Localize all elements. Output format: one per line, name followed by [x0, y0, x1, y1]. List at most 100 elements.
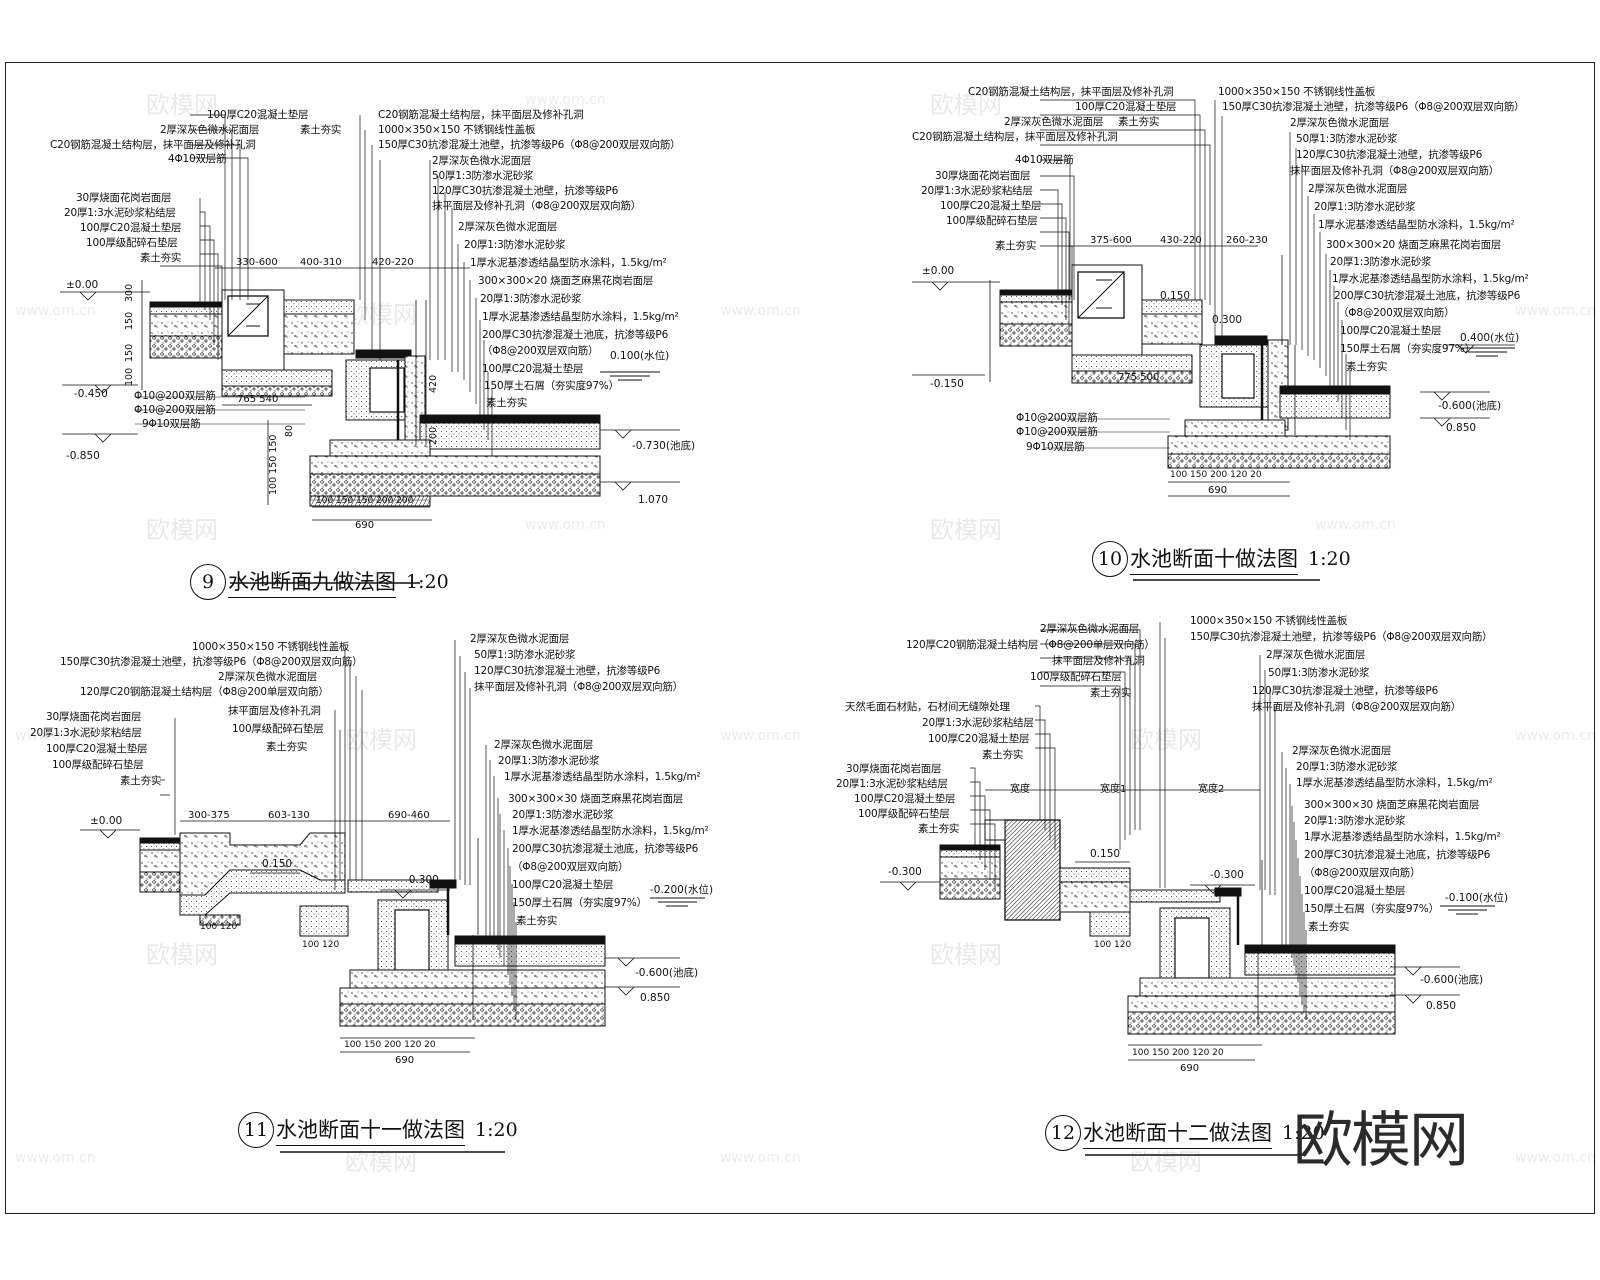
d10-right-note: 2厚深灰色微水泥面层	[1290, 117, 1390, 129]
d11-dimension: 690	[395, 1055, 415, 1066]
d12-dimension: 690	[1180, 1063, 1200, 1074]
d11-elevation: -0.600(池底)	[635, 967, 699, 979]
d9-vdimension: 80	[284, 424, 295, 437]
drawing-frame	[5, 62, 1595, 1214]
d10-dimension: 775 500	[1118, 372, 1160, 383]
d9-rebar-note: 9Φ10双层筋	[142, 418, 201, 430]
d9-title-number: 9	[190, 564, 226, 600]
d12-left-note: 120厚C20钢筋混凝土结构层（Φ8@200单层双向筋）	[906, 639, 1155, 651]
d9-left-note: 素土夯实	[140, 252, 182, 264]
d10-left-note: 100厚C20混凝土垫层	[940, 200, 1042, 212]
d11-dimension: 100 150 200 120 20	[344, 1040, 436, 1050]
d10-right-note: 抹平面层及修补孔洞（Φ8@200双层双向筋）	[1290, 165, 1500, 177]
d12-elevation: -0.300	[888, 866, 922, 878]
d12-left-note: 素土夯实	[1090, 687, 1132, 699]
d12-right-note: 20厚1:3防渗水泥砂浆	[1296, 761, 1398, 773]
d10-elevation: 0.300	[1212, 314, 1243, 326]
d12-left-note: 素土夯实	[982, 749, 1024, 761]
d11-dimension: 603-130	[268, 810, 310, 821]
d10-right-note: 120厚C30抗渗混凝土池壁，抗渗等级P6	[1296, 149, 1483, 161]
d11-elevation: -0.300	[405, 874, 439, 886]
d9-vdimension: 150	[124, 311, 135, 330]
d9-right-note: 100厚C20混凝土垫层	[482, 363, 584, 375]
d11-title-scale: 1:20	[475, 1119, 518, 1141]
d9-elevation: 1.070	[638, 494, 669, 506]
d9-elevation: -0.730(池底)	[632, 440, 696, 452]
d9-dimension: 690	[355, 520, 375, 531]
d9-left-note: 4Φ10双层筋	[168, 153, 227, 165]
d9-right-note: 1厚水泥基渗透结晶型防水涂料，1.5kg/m²	[470, 257, 667, 269]
d9-right-note: （Φ8@200双层双向筋）	[482, 345, 599, 357]
d9-vdimension: 150	[124, 343, 135, 362]
d11-right-note: 50厚1:3防渗水泥砂浆	[474, 649, 576, 661]
d10-left-note: 20厚1:3水泥砂浆粘结层	[921, 185, 1033, 197]
d12-elevation: -0.600(池底)	[1420, 974, 1484, 986]
d10-left-note: 素土夯实	[1118, 116, 1160, 128]
d10-right-note: 300×300×20 烧面芝麻黑花岗岩面层	[1326, 239, 1502, 251]
d10-dimension: 690	[1208, 485, 1228, 496]
d11-left-note: 100厚级配碎石垫层	[52, 759, 144, 771]
d12-right-note: （Φ8@200双层双向筋）	[1304, 867, 1421, 879]
d11-left-note: 30厚烧面花岗岩面层	[46, 711, 142, 723]
d9-dimension: 420-220	[372, 257, 414, 268]
d10-elevation: ±0.00	[922, 265, 955, 277]
d9-vdimension: 100 150 150	[268, 434, 279, 495]
d12-elevation: 0.850	[1426, 1000, 1457, 1012]
d10-right-note: 1厚水泥基渗透结晶型防水涂料，1.5kg/m²	[1318, 219, 1515, 231]
d9-vdimension: 420	[428, 374, 439, 393]
d12-left-note: 100厚级配碎石垫层	[1030, 671, 1122, 683]
d11-dimension: 100 120	[302, 940, 340, 950]
d11-elevation: -0.200(水位)	[650, 884, 714, 896]
d10-right-note: 1厚水泥基渗透结晶型防水涂料，1.5kg/m²	[1332, 273, 1529, 285]
d12-left-note: 抹平面层及修补孔洞	[1052, 655, 1145, 667]
d9-dimension: 330-600	[236, 257, 278, 268]
d10-elevation: 0.150	[1160, 290, 1191, 302]
d10-right-note: 150厚土石屑（夯实度97%）	[1340, 343, 1475, 355]
granite-layer	[149, 301, 223, 308]
d9-right-note: 2厚深灰色微水泥面层	[432, 155, 532, 167]
d12-right-note: 300×300×30 烧面芝麻黑花岗岩面层	[1304, 799, 1480, 811]
d9-elevation: ±0.00	[66, 279, 99, 291]
d11-right-note: 1厚水泥基渗透结晶型防水涂料，1.5kg/m²	[512, 825, 709, 837]
d11-right-note: 300×300×30 烧面芝麻黑花岗岩面层	[508, 793, 684, 805]
d9-left-note: 2厚深灰色微水泥面层	[160, 124, 260, 136]
d12-left-note: 2厚深灰色微水泥面层	[1040, 623, 1140, 635]
d9-right-note: 抹平面层及修补孔洞（Φ8@200双层双向筋）	[432, 200, 642, 212]
d12-left-note: 100厚级配碎石垫层	[858, 808, 950, 820]
d10-dimension: 375-600	[1090, 235, 1132, 246]
d11-left-note: 2厚深灰色微水泥面层	[218, 671, 318, 683]
d10-left-note: 2厚深灰色微水泥面层	[1004, 116, 1104, 128]
d12-right-note: 20厚1:3防渗水泥砂浆	[1304, 815, 1406, 827]
d12-left-note: 20厚1:3水泥砂浆粘结层	[922, 717, 1034, 729]
d11-right-note: 100厚C20混凝土垫层	[512, 879, 614, 891]
d11-left-note: 20厚1:3水泥砂浆粘结层	[30, 727, 142, 739]
d10-title-number: 10	[1092, 541, 1128, 577]
d10-title: 10 水池断面十做法图 1:20	[1092, 541, 1351, 577]
title-underlines	[230, 579, 1320, 1156]
d9-right-note: 20厚1:3防渗水泥砂浆	[480, 293, 582, 305]
d9-rebar-note: Φ10@200双层筋	[134, 404, 216, 416]
d9-left-note: 30厚烧面花岗岩面层	[76, 192, 172, 204]
d10-rebar-note: 9Φ10双层筋	[1026, 441, 1085, 453]
d12-right-note: 素土夯实	[1308, 921, 1350, 933]
d12-right-note: 1厚水泥基渗透结晶型防水涂料，1.5kg/m²	[1296, 777, 1493, 789]
d12-left-note: 素土夯实	[918, 823, 960, 835]
d10-elevation: 0.850	[1446, 422, 1477, 434]
d9-left-note: 20厚1:3水泥砂浆粘结层	[64, 207, 176, 219]
d9-vdimension: 300	[124, 283, 135, 302]
d12-right-note: 抹平面层及修补孔洞（Φ8@200双层双向筋）	[1252, 701, 1462, 713]
d9-vdimension: 100	[124, 367, 135, 386]
brand-watermark: 欧模网	[1293, 1106, 1469, 1176]
d12-dimension: 宽度2	[1198, 784, 1225, 795]
d9-elevation: -0.450	[74, 388, 108, 400]
d11-elevation: 0.150	[262, 858, 293, 870]
d12-title-scale: 1:20	[1282, 1122, 1325, 1144]
d9-top-note: 1000×350×150 不锈钢线性盖板	[378, 124, 536, 136]
d9-top-note: C20钢筋混凝土结构层，抹平面层及修补孔洞	[378, 109, 584, 121]
section-11-geometry	[80, 640, 705, 1053]
d10-dimension: 260-230	[1226, 235, 1268, 246]
d10-right-note: 150厚C30抗渗混凝土池壁，抗渗等级P6（Φ8@200双层双向筋）	[1222, 101, 1525, 113]
d11-dimension: 690-460	[388, 810, 430, 821]
d10-right-note: 200厚C30抗渗混凝土池底，抗渗等级P6	[1334, 290, 1521, 302]
